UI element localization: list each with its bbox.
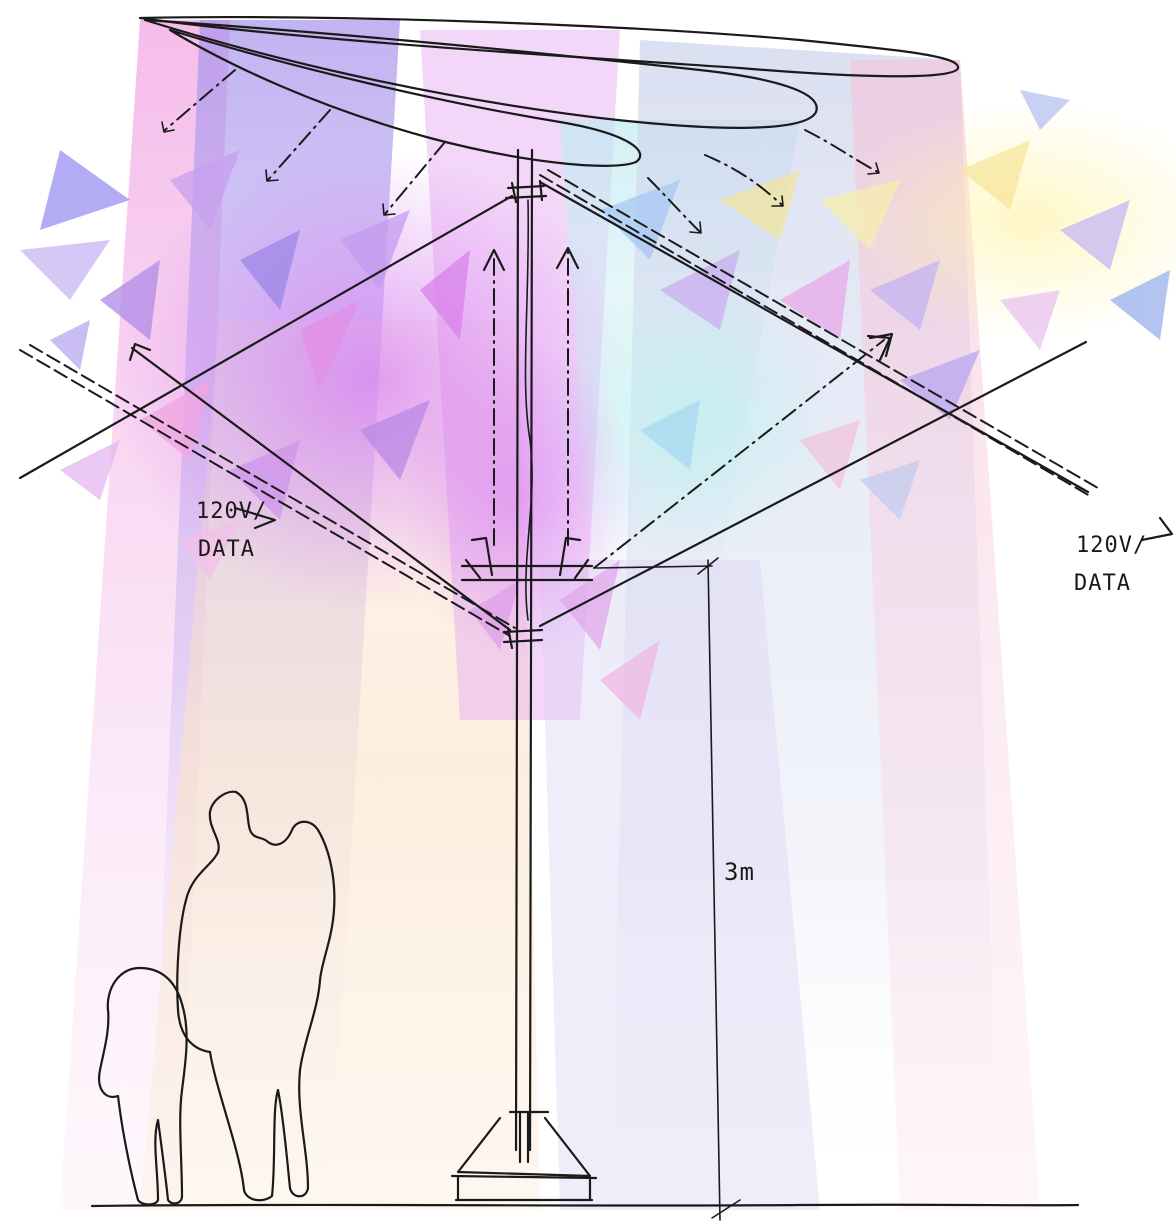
conduit-right (539, 174, 1091, 497)
pole-top-clamp (504, 179, 548, 204)
power-data-arrow-right (1140, 516, 1174, 542)
annotations: 120V/ DATA 120V/ DATA 3m (196, 499, 1147, 886)
light-beam-rose-right (850, 60, 1040, 1210)
cable-stay-upper-right (538, 180, 1090, 494)
light-beam-lavender-lower (540, 560, 820, 1210)
conduit-left-parallel (29, 344, 516, 629)
conduit-left (19, 349, 511, 637)
label-power-data-right-line1: 120V/ (1076, 533, 1147, 558)
prismatic-shards (20, 90, 1170, 720)
power-data-arrow-left (233, 506, 277, 530)
human-figures (98, 790, 336, 1206)
label-power-data-left-line2: DATA (198, 537, 255, 562)
power-data-conduits (19, 169, 1174, 637)
canopy-petal-lower (168, 28, 642, 167)
adult-with-child-silhouette (176, 790, 336, 1202)
cable-arrow-left (128, 342, 152, 362)
pole-mid-clamp (502, 626, 544, 650)
light-wash (60, 20, 1176, 1210)
pole-footing (450, 1110, 598, 1202)
cable-stay-lower-right (538, 340, 1088, 628)
canopy-petals (138, 16, 960, 167)
label-height-dimension: 3m (724, 858, 755, 886)
pole (502, 148, 548, 1152)
label-power-data-left-line1: 120V/ (196, 499, 267, 524)
canopy-petal-top (138, 16, 960, 78)
child-silhouette (98, 966, 188, 1206)
height-dimension-line (595, 557, 741, 1221)
conduit-right-parallel (547, 169, 1099, 489)
pole-mast-left (514, 148, 520, 1152)
ground-line (90, 1203, 1080, 1208)
pole-mast-right (528, 148, 534, 1152)
label-power-data-right-line2: DATA (1074, 571, 1131, 596)
light-direction-arrows (161, 69, 880, 234)
cable-stay-upper-left (18, 194, 514, 480)
cable-stay-lower-left (130, 346, 512, 632)
canopy-petal-middle (143, 18, 818, 129)
pole-internal-cable (524, 199, 533, 621)
